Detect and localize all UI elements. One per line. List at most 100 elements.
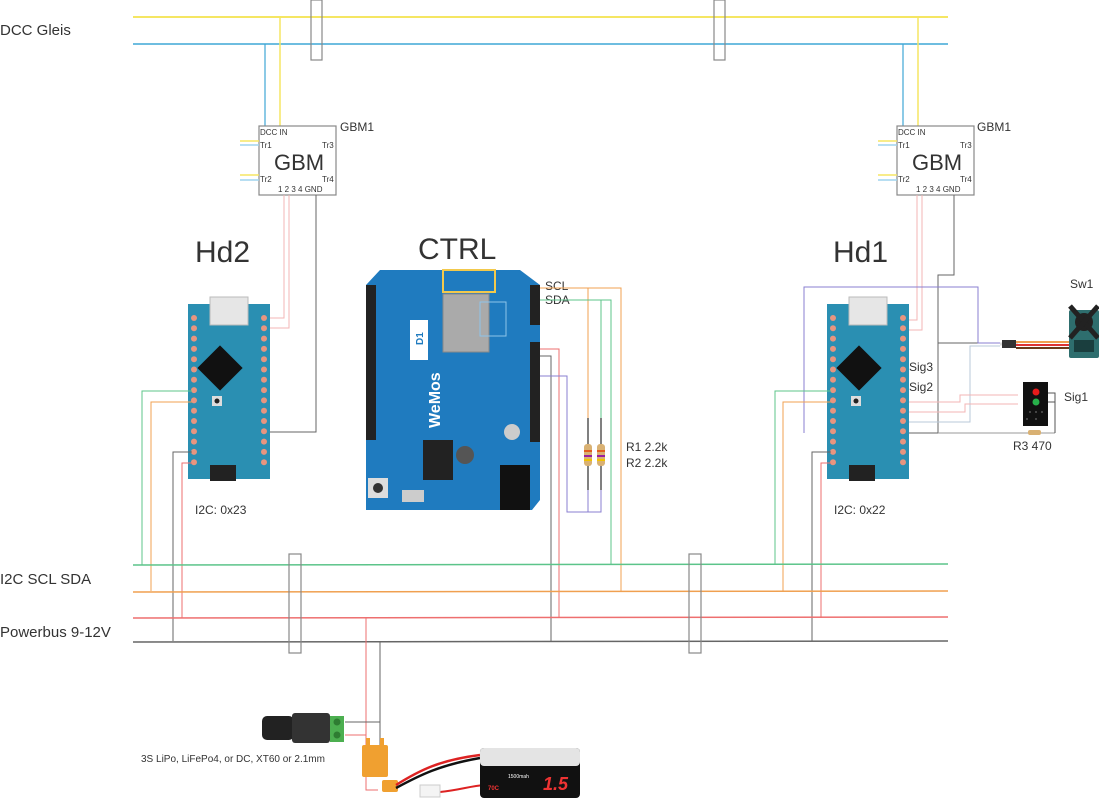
nano-pin [900,325,906,332]
nano-pin [830,448,836,455]
nano-pin [900,366,906,373]
nano-pin [261,397,267,404]
r3-label: R3 470 [1013,439,1052,453]
nano-pin [261,387,267,394]
nano-pin [830,366,836,373]
power-bus-label: Powerbus 9-12V [0,624,111,641]
gbm-tr2-label: Tr2 [898,175,910,184]
gbm-name-label: GBM1 [340,120,374,134]
hd1-bus-wires [774,390,831,641]
nano-pin [261,428,267,435]
battery-rating: 70C [488,786,500,792]
nano-pin [830,345,836,352]
nano-pin [900,397,906,404]
gbm-dcc-in-label: DCC IN [898,128,926,137]
servo-sw1 [1068,304,1099,358]
gbm-tr3-label: Tr3 [322,141,334,150]
gbm-left: DCC IN Tr1 Tr2 Tr3 Tr4 GBM 1 2 3 4 GND G… [240,120,374,196]
resistor-r3 [1028,430,1041,435]
nano-pin [900,356,906,363]
scl-pin-label: SCL [545,279,569,293]
nano-pin [191,448,197,455]
gbm-tr3-label: Tr3 [960,141,972,150]
gbm-right: DCC IN Tr1 Tr2 Tr3 Tr4 GBM 1 2 3 4 GND G… [878,120,1011,196]
nano-pin [261,366,267,373]
nano-pin [261,345,267,352]
nano-pin-headers [191,288,906,466]
nano-pin [261,459,267,466]
gbm-dcc-in-label: DCC IN [260,128,288,137]
nano-pin [830,438,836,445]
hd2-sensor-wires [266,195,317,433]
power-source-label: 3S LiPo, LiFePo4, or DC, XT60 or 2.1mm [141,754,325,765]
nano-pin [830,397,836,404]
battery-size: 1.5 [543,774,569,794]
nano-pin [900,376,906,383]
nano-pin [830,325,836,332]
dc-barrel-jack [262,713,344,743]
sig1-label: Sig1 [1064,390,1088,404]
wemos-d1-board: D1 WeMos [366,269,540,510]
r2-label: R2 2.2k [626,456,668,470]
nano-pin [261,418,267,424]
wemos-brand: WeMos [427,372,444,428]
nano-pin [191,387,197,394]
nano-pin [261,325,267,332]
nano-pin [191,418,197,424]
ctrl-wires [540,287,622,641]
bus-isolator-1 [288,553,302,654]
sig3-label: Sig3 [909,360,933,374]
nano-pin [191,345,197,352]
nano-pin [900,315,906,321]
nano-pin [191,397,197,404]
r1-label: R1 2.2k [626,440,668,454]
gbm-pins-label: 1 2 3 4 GND [278,185,323,194]
nano-pin [191,407,197,414]
bus-isolator-2 [688,553,702,654]
gbm-tr1-label: Tr1 [898,141,910,150]
xt60-connector [362,738,398,792]
hd2-i2c-address: I2C: 0x23 [195,503,247,517]
gbm-tr1-label: Tr1 [260,141,272,150]
signal-sig1 [1023,382,1056,435]
nano-pin [900,387,906,394]
i2c-power-bus [132,553,949,654]
nano-pin [261,438,267,445]
nano-pin [900,407,906,414]
sw1-label: Sw1 [1070,277,1094,291]
nano-pin [261,335,267,342]
nano-pin [900,418,906,424]
nano-pin [830,315,836,321]
arduino-nano-hd2 [188,296,270,481]
nano-pin [830,376,836,383]
sig2-label: Sig2 [909,380,933,394]
gbm-title: GBM [274,150,324,175]
nano-pin [261,356,267,363]
nano-pin [900,428,906,435]
nano-pin [830,356,836,363]
lipo-battery: 1500mah 70C 1.5 [480,748,580,798]
nano-pin [830,387,836,394]
nano-pin [191,366,197,373]
nano-pin [191,376,197,383]
nano-pin [261,407,267,414]
servo-cable [1000,340,1070,349]
nano-pin [261,376,267,383]
wemos-model: D1 [415,332,426,345]
nano-pin [191,438,197,445]
dcc-track-label: DCC Gleis [0,22,71,39]
nano-pin [191,356,197,363]
nano-pin [900,335,906,342]
gbm-tr4-label: Tr4 [322,175,334,184]
gbm-title: GBM [912,150,962,175]
power-feed-wires [345,618,381,791]
nano-pin [830,428,836,435]
nano-pin [900,345,906,352]
hd1-i2c-address: I2C: 0x22 [834,503,886,517]
nano-pin [900,459,906,466]
battery-capacity: 1500mah [508,774,529,780]
gbm-tr4-label: Tr4 [960,175,972,184]
nano-pin [191,459,197,466]
nano-pin [830,335,836,342]
